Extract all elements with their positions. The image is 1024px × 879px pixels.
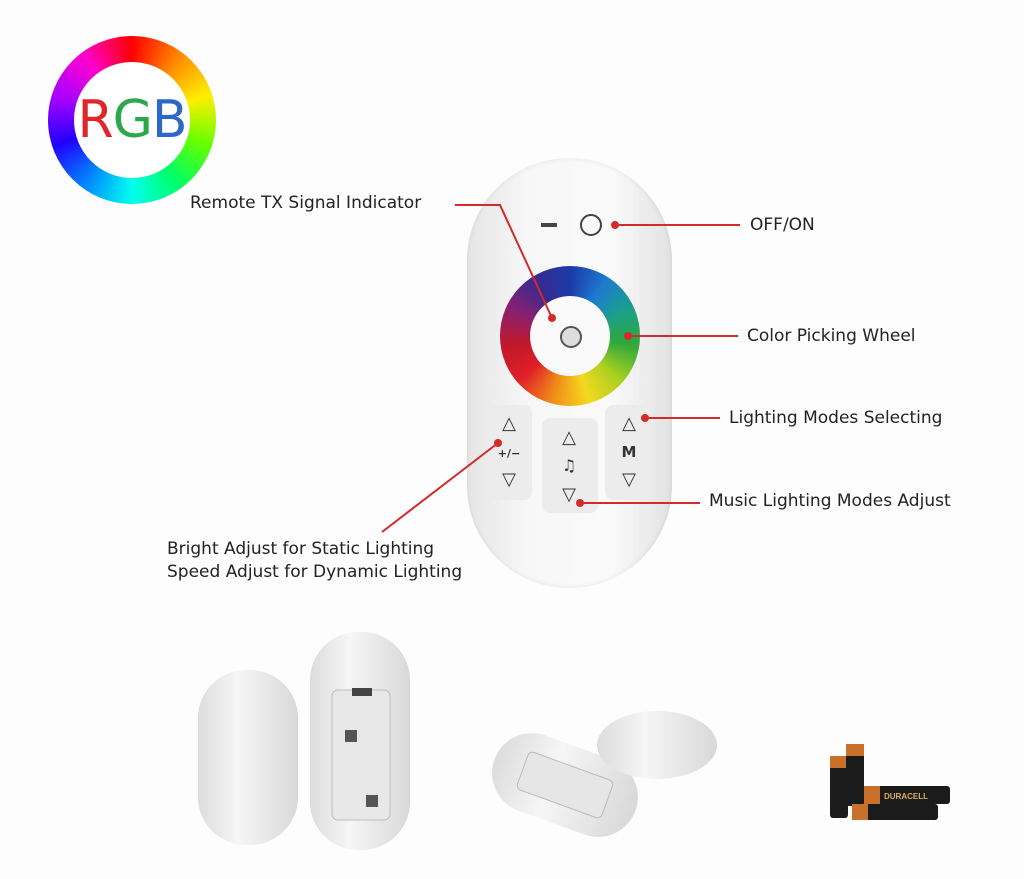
callout-dot [641,414,649,422]
brightness-label: +/− [497,447,521,460]
batteries-photo: DURACELL [830,744,950,820]
music-modes-label: Music Lighting Modes Adjust [709,491,951,511]
brightness-down-button[interactable]: ▽ [502,469,516,490]
callout-dot [494,439,502,447]
color-wheel-label: Color Picking Wheel [747,326,916,346]
bright-adjust-label: Bright Adjust for Static Lighting [167,539,435,559]
music-icon: ♫ [561,456,577,475]
mode-up-button[interactable]: △ [622,413,636,434]
open-remote-side-photo [492,733,638,837]
music-pad [542,418,598,513]
cover-side-photo [597,711,717,779]
callout-dot [611,221,619,229]
off-on-label: OFF/ON [750,215,815,235]
logo-letter-r: R [77,90,113,150]
logo-letter-g: G [112,90,153,150]
mode-label: M [621,443,637,461]
speed-adjust-label: Speed Adjust for Dynamic Lighting [167,562,463,582]
center-button[interactable] [560,326,582,348]
battery-cover-photo [198,670,298,845]
mode-pad [605,405,649,500]
music-up-button[interactable]: △ [562,427,576,448]
brightness-up-button[interactable]: △ [502,413,516,434]
logo-letter-b: B [151,90,188,150]
power-button[interactable] [580,214,602,236]
tx-indicator-label: Remote TX Signal Indicator [190,193,422,213]
tx-callout-line [455,204,553,319]
callout-dot [576,499,584,507]
mode-down-button[interactable]: ▽ [622,469,636,490]
brightness-pad [488,405,532,500]
lighting-modes-label: Lighting Modes Selecting [729,408,943,428]
bright-callout-line [381,442,499,533]
battery-brand: DURACELL [884,792,928,801]
tx-signal-indicator [541,223,557,227]
callout-dot [624,332,632,340]
battery-compartment [331,689,391,821]
callout-dot [548,314,556,322]
music-down-button[interactable]: ▽ [562,484,576,505]
